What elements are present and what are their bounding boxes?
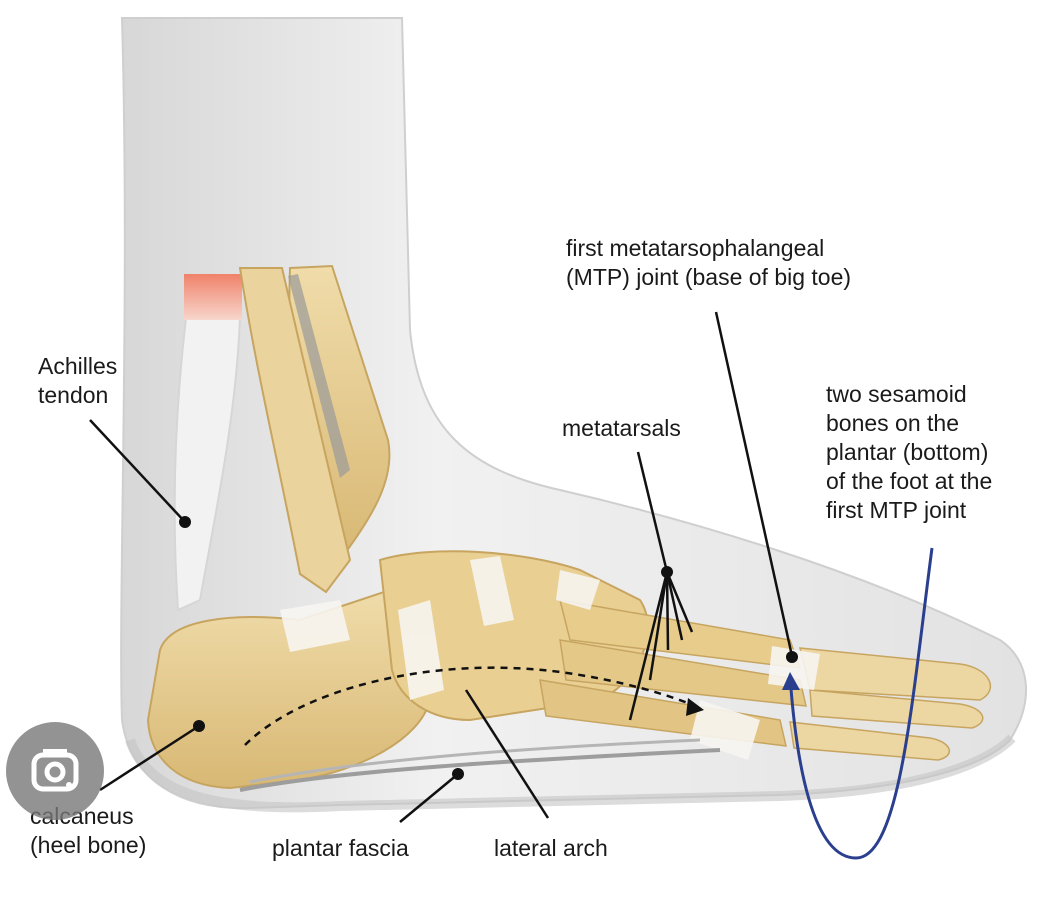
achilles-tendon-shape (173, 317, 242, 612)
camera-lens-icon (31, 749, 79, 792)
calcaneus-dot (193, 720, 205, 732)
achilles-leader (89, 419, 186, 523)
mtp-joint-label: first metatarsophalangeal (MTP) joint (b… (566, 235, 852, 290)
plantar-fascia-band-2 (249, 738, 701, 784)
plantar-fascia-label: plantar fascia (272, 835, 409, 861)
metatarsals-label: metatarsals (562, 415, 681, 441)
metatarsals-leader-c (665, 571, 670, 651)
metatarsals-leader-e (665, 571, 694, 633)
achilles-dot (179, 516, 191, 528)
lateral-arch-label: lateral arch (494, 835, 608, 861)
leader-lines (89, 311, 794, 823)
fibula-bone (238, 267, 352, 594)
sesamoid-blue-curve (788, 547, 934, 860)
interosseous-membrane (288, 274, 350, 478)
metatarsal-bone-2 (559, 639, 807, 707)
leader-dots (179, 516, 798, 780)
mtp-dot (786, 651, 798, 663)
metatarsals-dot (661, 566, 673, 578)
sesamoid-bones-label: two sesamoid bones on the plantar (botto… (826, 381, 993, 523)
ligament-bands (280, 556, 820, 760)
metatarsals-leader-a (628, 571, 669, 721)
lateral-arch-arrowhead (686, 698, 704, 716)
metatarsals-leader-stem (636, 451, 669, 573)
foot-sole-shadow (125, 734, 1016, 813)
lateral-arch-dashed-arrow (244, 666, 701, 746)
mtp-leader (714, 311, 794, 657)
calcaneus-leader (99, 724, 200, 792)
achilles-tendon-label: Achilles tendon (38, 353, 118, 408)
toe-phalanges (789, 647, 992, 761)
plantar-fascia-dot (452, 768, 464, 780)
sesamoid-blue-arrowhead (782, 672, 800, 690)
metatarsals-leader-b (648, 571, 669, 681)
lateral-arch-leader (464, 689, 550, 819)
achilles-tendon-tip (184, 274, 242, 320)
plantar-fascia-band (239, 748, 721, 792)
metatarsals-leader-d (665, 571, 684, 641)
plantar-fascia-leader (399, 773, 459, 823)
lens-search-button[interactable] (6, 722, 104, 820)
